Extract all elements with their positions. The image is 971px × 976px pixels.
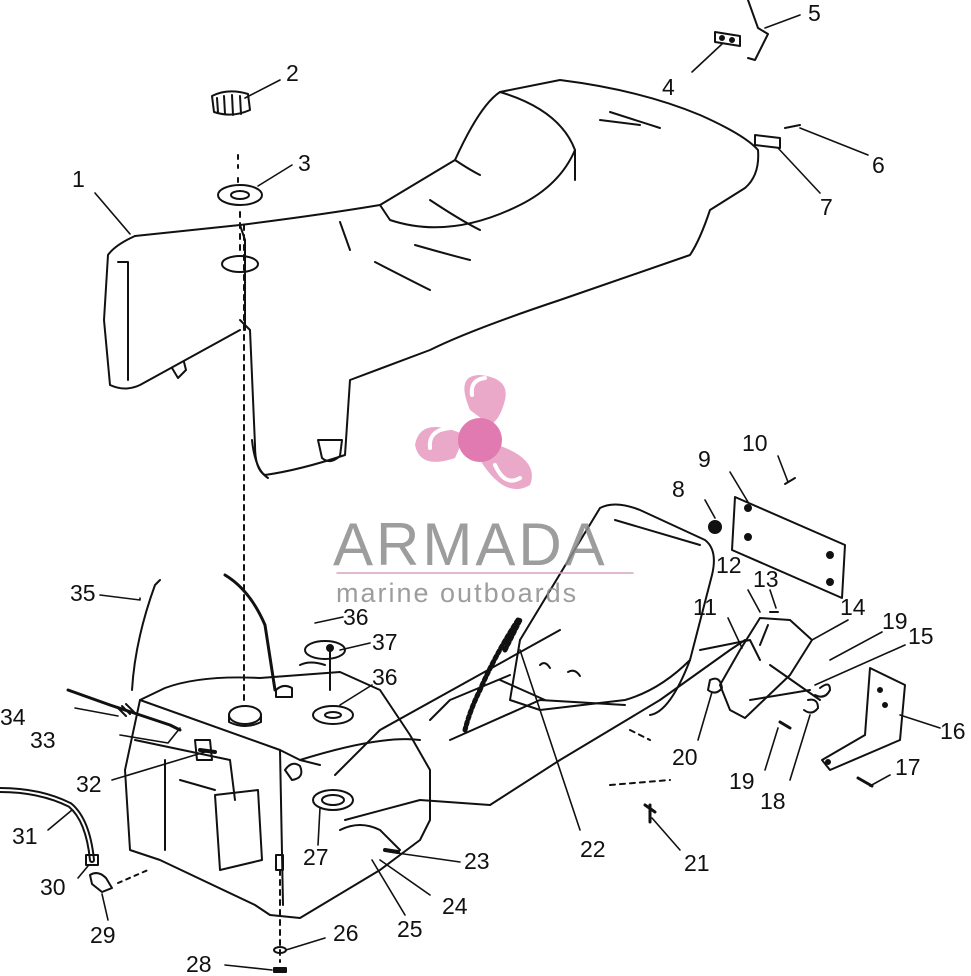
- callout-28: 28: [186, 951, 212, 976]
- callout-2: 2: [286, 60, 299, 86]
- callout-20: 20: [672, 744, 698, 770]
- callout-16: 16: [940, 718, 966, 744]
- callout-19-lower: 19: [729, 768, 755, 794]
- callout-8: 8: [672, 476, 685, 502]
- callout-36-upper: 36: [343, 604, 369, 630]
- callout-33: 33: [30, 727, 56, 753]
- callout-11: 11: [693, 594, 717, 620]
- callout-14: 14: [840, 594, 866, 620]
- callout-37: 37: [372, 629, 398, 655]
- propeller-icon: [415, 375, 532, 490]
- callout-10: 10: [742, 430, 768, 456]
- fuel-cap-part: [211, 90, 263, 251]
- callout-17: 17: [895, 754, 921, 780]
- fuel-lines-part: [0, 573, 277, 893]
- callout-23: 23: [464, 848, 490, 874]
- seat-hood-part: [103, 79, 760, 479]
- callout-31: 31: [12, 823, 38, 849]
- callout-9: 9: [698, 446, 711, 472]
- callout-30: 30: [40, 874, 66, 900]
- watermark-name: ARMADA: [333, 511, 608, 578]
- callout-25: 25: [397, 916, 423, 942]
- callout-6: 6: [872, 152, 885, 178]
- callout-24: 24: [442, 893, 468, 919]
- hinge-bracket-part: [643, 611, 906, 824]
- callout-4: 4: [662, 74, 675, 100]
- mounting-plate-part: [708, 477, 846, 599]
- callout-27: 27: [303, 844, 329, 870]
- callout-26: 26: [333, 920, 359, 946]
- callout-21: 21: [684, 850, 710, 876]
- callout-36-lower: 36: [372, 664, 398, 690]
- callout-15: 15: [908, 623, 934, 649]
- callout-34: 34: [0, 704, 26, 730]
- brackets-top-right: [714, 0, 801, 149]
- callout-1: 1: [72, 166, 85, 192]
- callout-3: 3: [298, 150, 311, 176]
- callout-13: 13: [753, 566, 779, 592]
- callout-7: 7: [820, 194, 833, 220]
- callout-35: 35: [70, 580, 96, 606]
- callout-12: 12: [716, 552, 742, 578]
- callout-19-upper: 19: [882, 608, 908, 634]
- watermark-tagline: marine outboards: [336, 578, 579, 608]
- callout-18: 18: [760, 788, 786, 814]
- leader-lines: [47, 14, 941, 971]
- callout-22: 22: [580, 836, 606, 862]
- callout-5: 5: [808, 0, 821, 26]
- callout-29: 29: [90, 922, 116, 948]
- storage-tray-part: [334, 503, 761, 821]
- fuel-tank-part: [124, 224, 431, 973]
- callout-32: 32: [76, 771, 102, 797]
